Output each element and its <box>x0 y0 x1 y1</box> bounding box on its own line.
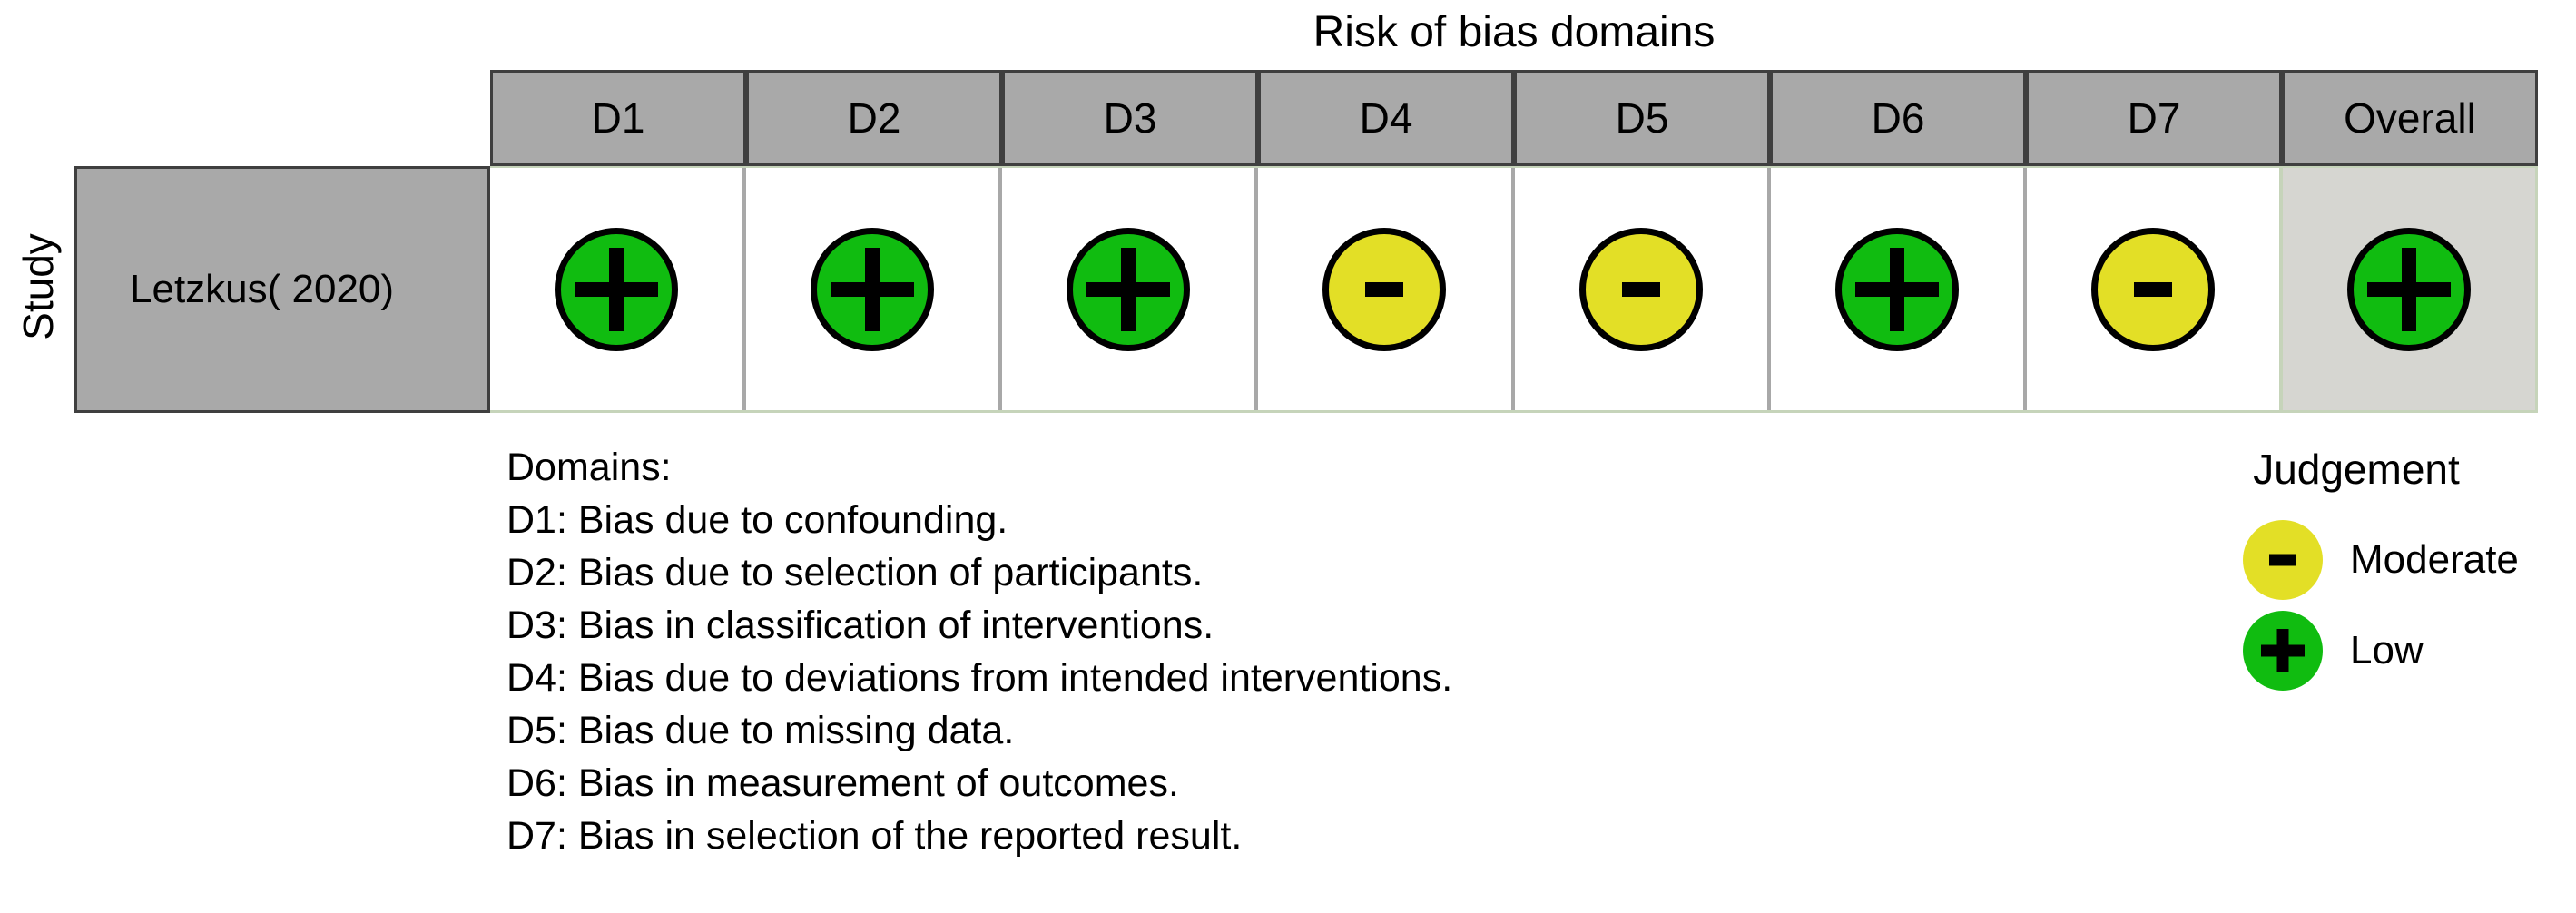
legend-item-moderate: Moderate <box>2243 520 2519 600</box>
symbol-bar-horizontal <box>2269 554 2296 566</box>
figure-title: Risk of bias domains <box>1313 8 1716 56</box>
symbol-bar-vertical <box>1889 247 1904 331</box>
moderate-judgement-icon <box>2090 227 2215 351</box>
header-cell-d2: D2 <box>746 70 1002 166</box>
legend-item-low: Low <box>2243 611 2424 691</box>
low-judgement-icon <box>1834 227 1959 351</box>
domain-header-row: D1 D2 D3 D4 D5 D6 D7 Overall <box>490 70 2538 166</box>
domain-note-line-d6: D6: Bias in measurement of outcomes. <box>506 761 1179 805</box>
domain-note-line-d7: D7: Bias in selection of the reported re… <box>506 814 1243 858</box>
symbol-bar-vertical <box>1121 247 1136 331</box>
legend-title: Judgement <box>2253 446 2460 493</box>
legend-label-low: Low <box>2350 628 2424 672</box>
domain-note-line-d5: D5: Bias due to missing data. <box>506 709 1015 752</box>
header-cell-d7: D7 <box>2026 70 2282 166</box>
table-cell-d1 <box>490 168 743 410</box>
table-cell-d7 <box>2022 168 2279 410</box>
domain-note-line-d4: D4: Bias due to deviations from intended… <box>506 656 1453 700</box>
low-judgement-icon <box>1067 227 1191 351</box>
legend-label-moderate: Moderate <box>2350 537 2519 582</box>
header-cell-d3: D3 <box>1002 70 1258 166</box>
domains-note: Domains: D1: Bias due to confounding. D2… <box>506 441 1452 862</box>
table-cell-d3 <box>998 168 1255 410</box>
symbol-bar-vertical <box>2276 629 2289 672</box>
judgement-row <box>490 166 2538 413</box>
low-judgement-icon <box>2346 227 2471 351</box>
study-axis-label: Study <box>15 233 62 340</box>
moderate-judgement-icon <box>2243 520 2323 600</box>
moderate-judgement-icon <box>1322 227 1447 351</box>
header-cell-d6: D6 <box>1770 70 2026 166</box>
symbol-bar-horizontal <box>1365 281 1404 297</box>
header-cell-overall: Overall <box>2282 70 2538 166</box>
table-cell-overall <box>2278 168 2535 410</box>
header-cell-d5: D5 <box>1514 70 1770 166</box>
low-judgement-icon <box>555 227 679 351</box>
domain-note-line-d3: D3: Bias in classification of interventi… <box>506 604 1214 647</box>
study-name-cell: Letzkus( 2020) <box>74 166 490 413</box>
header-cell-d1: D1 <box>490 70 746 166</box>
domain-note-line-d2: D2: Bias due to selection of participant… <box>506 551 1204 594</box>
symbol-bar-vertical <box>609 247 624 331</box>
low-judgement-icon <box>811 227 935 351</box>
table-cell-d4 <box>1254 168 1511 410</box>
symbol-bar-horizontal <box>2133 281 2172 297</box>
header-cell-d4: D4 <box>1258 70 1514 166</box>
moderate-judgement-icon <box>1578 227 1703 351</box>
table-cell-d6 <box>1766 168 2023 410</box>
table-cell-d2 <box>742 168 999 410</box>
symbol-bar-horizontal <box>1621 281 1660 297</box>
table-cell-d5 <box>1510 168 1767 410</box>
domains-note-heading: Domains: <box>506 446 672 489</box>
symbol-bar-vertical <box>2401 247 2416 331</box>
symbol-bar-vertical <box>865 247 880 331</box>
domain-note-line-d1: D1: Bias due to confounding. <box>506 498 1008 542</box>
low-judgement-icon <box>2243 611 2323 691</box>
